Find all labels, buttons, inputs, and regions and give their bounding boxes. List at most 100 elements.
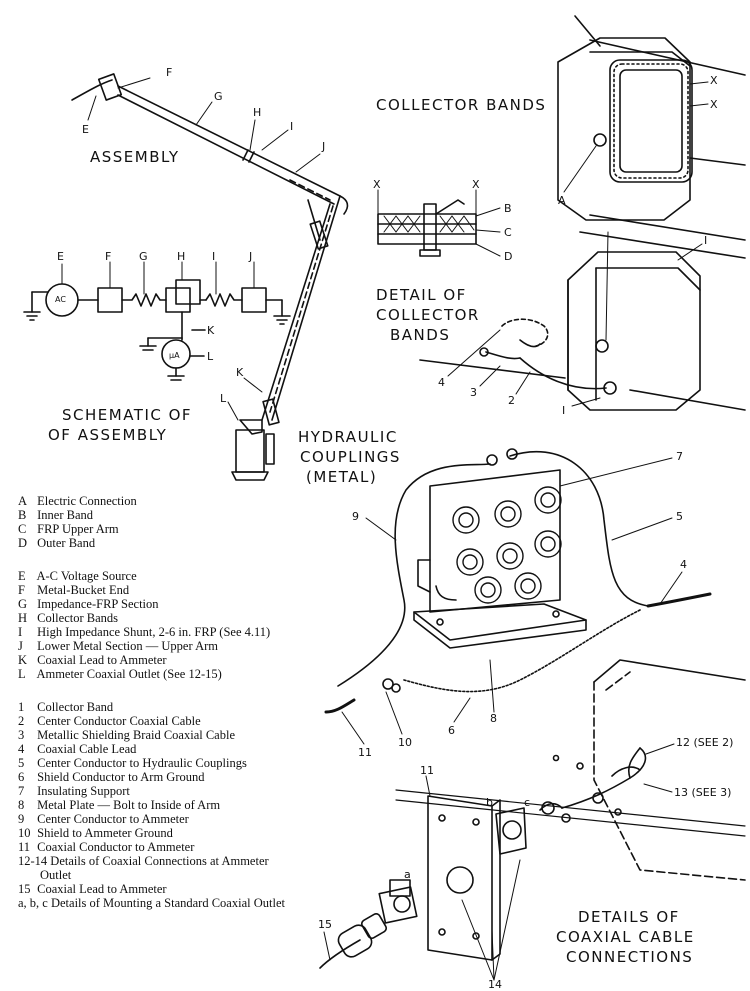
legend-row: H Collector Bands [18,611,119,625]
coax-callout-c: c [524,796,530,809]
detail-title-line-2: COLLECTOR [376,306,480,324]
schematic-callout-K: K [207,324,215,337]
cable-callout-4: 4 [438,376,445,389]
coupling-callout-10: 10 [398,736,412,749]
schematic-drawing [23,279,291,381]
schematic-callout-G: G [139,250,148,263]
coax-callout-13: 13 (SEE 3) [674,786,731,799]
ammeter-label: μA [169,351,180,360]
legend-row-continuation: Outlet [40,868,72,882]
coupling-leaders [341,457,683,745]
coupling-callout-6: 6 [448,724,455,737]
callout-assembly-H: H [253,106,261,119]
band-callout-A: A [558,194,566,207]
legend-row: G Impedance-FRP Section [18,597,159,611]
coax-callout-a: a [404,868,411,881]
collector-bands-drawing [557,15,746,241]
band-callout-X-2: X [710,98,718,111]
detail-title-line-3: BANDS [390,326,450,344]
hydraulic-couplings-drawing [324,448,712,714]
cable-callout-3: 3 [470,386,477,399]
assembly-title: ASSEMBLY [90,148,180,166]
schematic-callout-F: F [105,250,111,263]
legend-row: 2 Center Conductor Coaxial Cable [18,714,201,728]
legend-row: 11 Coaxial Conductor to Ammeter [18,840,195,854]
callout-assembly-G: G [214,90,223,103]
cable-leaders [447,243,703,407]
legend-row: 10 Shield to Ammeter Ground [18,826,173,840]
schematic-leaders [61,261,255,295]
assembly-boom-drawing [71,73,349,481]
coax-title-line-1: DETAILS OF [578,908,680,926]
coax-callout-11: 11 [420,764,434,777]
legend-row: 6 Shield Conductor to Arm Ground [18,770,205,784]
detail-callout-B: B [504,202,512,215]
hydraulic-title-line-1: HYDRAULIC [298,428,398,446]
legend-row: 8 Metal Plate — Bolt to Inside of Arm [18,798,221,812]
legend-row: a, b, c Details of Mounting a Standard C… [18,896,285,910]
legend-row: 12-14 Details of Coaxial Connections at … [18,854,269,868]
legend-group-3: 1 Collector Band 2 Center Conductor Coax… [18,700,285,910]
collector-bands-title: COLLECTOR BANDS [376,96,546,114]
ac-source-label: AC [55,295,66,304]
coax-leaders [323,743,675,981]
legend-row: 7 Insulating Support [18,784,130,798]
legend-row: I High Impedance Shunt, 2-6 in. FRP (See… [18,625,271,639]
legend-row: A Electric Connection [18,494,137,508]
callout-assembly-I: I [290,120,293,133]
coupling-callout-9: 9 [352,510,359,523]
legend-row: F Metal-Bucket End [18,583,130,597]
detail-callout-X-1: X [373,178,381,191]
schematic-callout-J: J [248,250,252,263]
coupling-callout-5: 5 [676,510,683,523]
callout-assembly-J: J [321,140,325,153]
schematic-callout-I: I [212,250,215,263]
legend-row: K Coaxial Lead to Ammeter [18,653,167,667]
leader-A [563,145,597,193]
callout-assembly-K: K [236,366,244,379]
hydraulic-title-line-2: COUPLINGS [300,448,401,466]
schematic-title-line-2: OF ASSEMBLY [48,426,167,444]
legend-row: J Lower Metal Section — Upper Arm [18,639,218,653]
legend-row: 1 Collector Band [18,700,114,714]
coax-title-line-3: CONNECTIONS [566,948,693,966]
coupling-callout-7: 7 [676,450,683,463]
legend-group-2: E A-C Voltage Source F Metal-Bucket End … [18,569,270,681]
detail-callout-D: D [504,250,512,263]
band-callout-X-1: X [710,74,718,87]
legend-row: E A-C Voltage Source [18,569,137,583]
schematic-callout-H: H [177,250,185,263]
schematic-callout-L: L [207,350,214,363]
band-callout-I-2: I [562,404,565,417]
coaxial-details-drawing [319,659,746,969]
legend-group-1: A Electric Connection B Inner Band C FRP… [18,494,137,550]
legend-row: L Ammeter Coaxial Outlet (See 12-15) [18,667,222,681]
coax-callout-12: 12 (SEE 2) [676,736,733,749]
coax-callout-b: b [486,796,493,809]
schematic-callout-E: E [57,250,64,263]
coax-callout-15: 15 [318,918,332,931]
legend-row: 3 Metallic Shielding Braid Coaxial Cable [18,728,236,742]
legend-row: D Outer Band [18,536,96,550]
coupling-callout-4: 4 [680,558,687,571]
legend-row: 4 Coaxial Cable Lead [18,742,137,756]
legend-row: 15 Coaxial Lead to Ammeter [18,882,167,896]
cable-callout-2: 2 [508,394,515,407]
detail-callout-X-2: X [472,178,480,191]
band-callout-I-1: I [704,234,707,247]
legend-row: B Inner Band [18,508,94,522]
coupling-callout-8: 8 [490,712,497,725]
coax-title-line-2: COAXIAL CABLE [556,928,695,946]
schematic-title-line-1: SCHEMATIC OF [62,406,192,424]
band-cross-section [377,189,501,257]
hydraulic-title-line-3: (METAL) [306,468,377,486]
coax-callout-14: 14 [488,978,502,991]
legend-row: 5 Center Conductor to Hydraulic Coupling… [18,756,247,770]
detail-title-line-1: DETAIL OF [376,286,467,304]
coupling-callout-11: 11 [358,746,372,759]
callout-assembly-F: F [166,66,172,79]
assembly-callouts [87,77,321,421]
callout-assembly-E: E [82,123,89,136]
collector-band-with-cable [419,231,746,411]
